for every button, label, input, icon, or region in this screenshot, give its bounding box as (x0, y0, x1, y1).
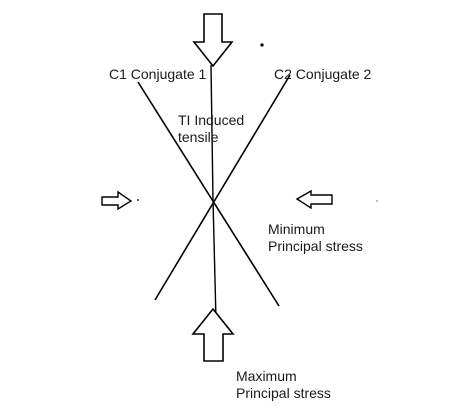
right-stress-arrow-icon (295, 189, 333, 210)
maximum-stress-label-line-1: Maximum (236, 368, 297, 384)
induced-tensile-line (210, 64, 217, 321)
minimum-stress-label-line-1: Minimum (268, 221, 325, 237)
conjugate-1-label: C1 Conjugate 1 (109, 66, 207, 82)
conjugate-2-label: C2 Conjugate 2 (274, 66, 372, 82)
induced-tensile-label: TI Induced tensile (178, 112, 244, 146)
minimum-stress-label-line-2: Principal stress (268, 238, 363, 254)
maximum-stress-label-line-2: Principal stress (236, 385, 331, 401)
minimum-stress-label: Minimum Principal stress (268, 221, 363, 255)
dot-left (137, 199, 139, 201)
dot-right (376, 200, 378, 202)
bottom-stress-arrow-icon (191, 307, 235, 362)
conjugate-1-line (137, 81, 280, 307)
induced-tensile-label-line-1: TI Induced (178, 112, 245, 128)
dot-top-right (260, 43, 264, 47)
left-stress-arrow-icon (101, 190, 133, 211)
top-stress-arrow-icon (192, 13, 234, 68)
conjugate-2-line (154, 74, 291, 301)
induced-tensile-label-line-2: tensile (178, 129, 219, 145)
maximum-stress-label: Maximum Principal stress (236, 368, 331, 402)
